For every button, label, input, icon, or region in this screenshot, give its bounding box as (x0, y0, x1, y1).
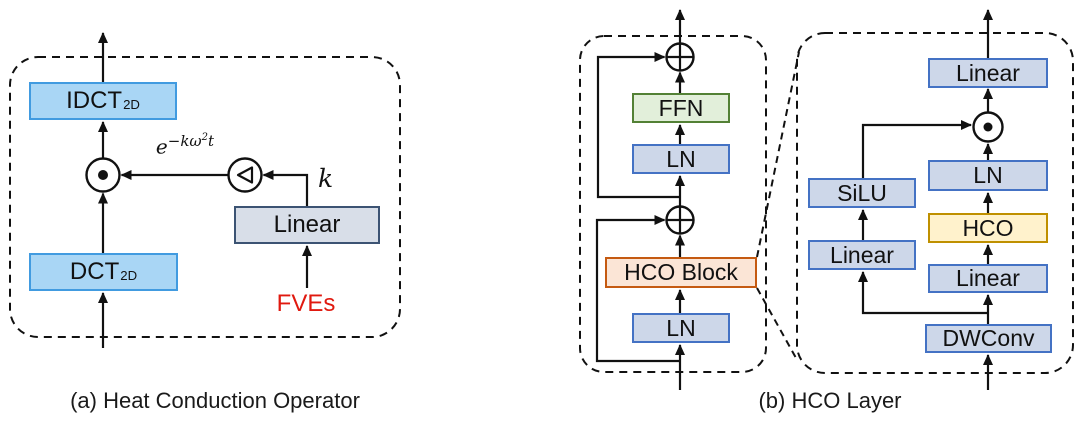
circled-dot-icon (85, 157, 121, 193)
linear-block-mid: Linear (928, 264, 1048, 293)
silu-block: SiLU (808, 178, 916, 208)
panel-a-dashed-box (9, 56, 401, 338)
linear-block-a: Linear (234, 206, 380, 244)
k-variable-label: k (318, 164, 334, 193)
idct2d-label: IDCT (66, 87, 123, 114)
panel-b-hco-layer-arrows (858, 9, 993, 390)
panel-b-caption: (b) HCO Layer (758, 388, 902, 413)
fves-label: FVEs (276, 290, 336, 317)
circled-plus-icon (665, 205, 695, 235)
decay-formula-label: e−kω2t (155, 132, 215, 159)
ln-block-top: LN (632, 144, 730, 174)
dct2d-label: DCT (69, 258, 120, 285)
zoom-connection-lines (756, 51, 800, 359)
linear-label-a: Linear (273, 211, 341, 238)
linear-block-output: Linear (928, 58, 1048, 88)
panel-b-encoder-arrows (595, 9, 685, 390)
circled-triangle-icon (227, 157, 263, 193)
linear-block-gate: Linear (808, 240, 916, 270)
hco-block: HCO Block (605, 257, 757, 288)
ln-block-right: LN (928, 160, 1048, 191)
hco-operator-block: HCO (928, 213, 1048, 243)
panel-a-arrows (98, 32, 312, 348)
circled-plus-icon (665, 42, 695, 72)
circled-dot-icon (972, 111, 1004, 143)
panel-a-caption: (a) Heat Conduction Operator (70, 388, 360, 413)
panel-b-hco-layer-dashed-box (796, 32, 1074, 374)
ln-block-bottom: LN (632, 313, 730, 343)
ffn-block: FFN (632, 93, 730, 123)
dwconv-block: DWConv (925, 324, 1052, 353)
